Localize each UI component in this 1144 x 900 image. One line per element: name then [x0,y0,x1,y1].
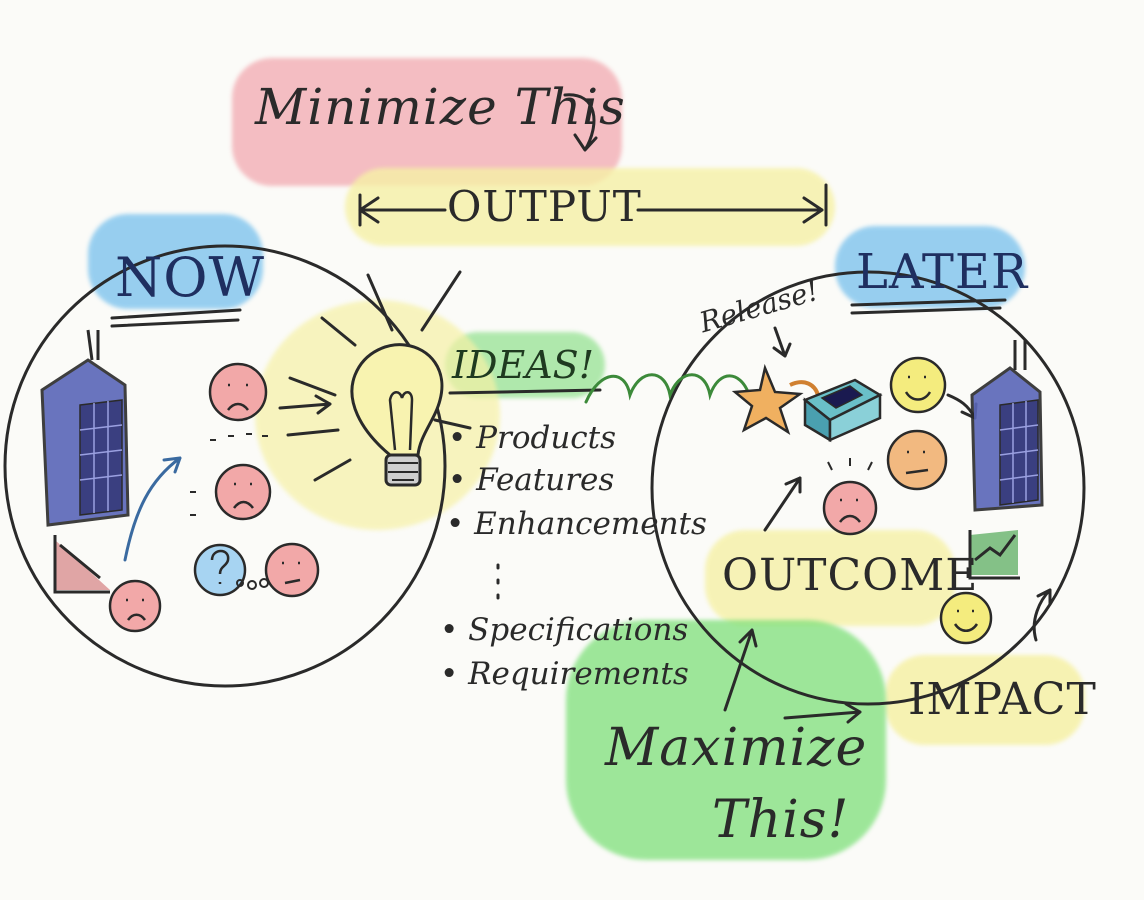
output-label: OUTPUT [447,182,642,231]
later-underline [850,298,1007,315]
minimize-arrow [563,93,598,152]
later-highlight [835,226,1025,308]
minimize-label: Minimize This [255,78,626,136]
idea-item-specifications: • Specifications [440,612,689,648]
rise-arrow [123,456,182,562]
outcome-highlight [705,530,955,626]
output-highlight [345,168,835,246]
neutral-face-icon [886,429,948,491]
later-label: LATER [856,244,1029,300]
now-circle [3,244,447,688]
maximize-this-label: This! [712,790,850,850]
chart-down-icon [53,535,110,594]
sad-face-icon [822,480,878,536]
ideas-underline [448,388,602,395]
now-label: NOW [115,246,266,309]
chart-up-icon [968,530,1020,580]
idea-item-text: Enhancements [474,506,707,542]
star-icon [731,363,820,435]
bulb-rays [286,270,472,482]
confused-face-icon [264,542,320,598]
later-circle [650,270,1086,706]
impact-label: IMPACT [908,674,1097,725]
idea-item-products: • Products [448,420,617,456]
idea-item-text: Features [476,462,615,498]
sad-faces-now [108,362,320,633]
idea-item-text: Products [476,420,617,456]
now-underline [110,308,242,328]
thought-dots [190,433,269,590]
minimize-highlight [232,58,622,186]
question-face-icon [193,543,247,597]
maximize-to-outcome-arrow [723,628,758,712]
loop-connector [584,373,750,404]
maximize-highlight [566,620,886,860]
face-to-bulb-arrow [278,394,332,415]
idea-item-enhancements: • Enhancements [446,506,707,542]
ideas-label: IDEAS! [452,343,594,387]
sad-face-icon [208,362,268,422]
idea-item-text: Specifications [468,612,689,648]
faces-later [822,356,993,645]
idea-item-requirements: • Requirements [440,656,689,692]
building-now-icon [40,329,130,527]
idea-item-features: • Features [448,462,615,498]
now-highlight [88,214,263,309]
sad-face-icon [214,463,272,521]
output-arrow-right [636,183,828,227]
outcome-arrow [763,476,802,532]
maximize-label: Maximize [605,718,868,778]
maximize-to-impact-arrow [783,702,862,724]
idea-item-text: Requirements [468,656,689,692]
building-later-icon [970,340,1044,512]
happy-face-icon [939,591,993,645]
outcome-label: OUTCOME [722,550,979,601]
lightbulb-icon [350,343,444,487]
happy-face-icon [889,356,947,414]
impact-up-arrow [1032,588,1052,642]
release-arrow [772,326,792,358]
sad-face-icon [108,579,162,633]
worry-marks [827,458,873,471]
output-arrow-left [358,193,447,227]
product-box-icon [802,378,883,443]
